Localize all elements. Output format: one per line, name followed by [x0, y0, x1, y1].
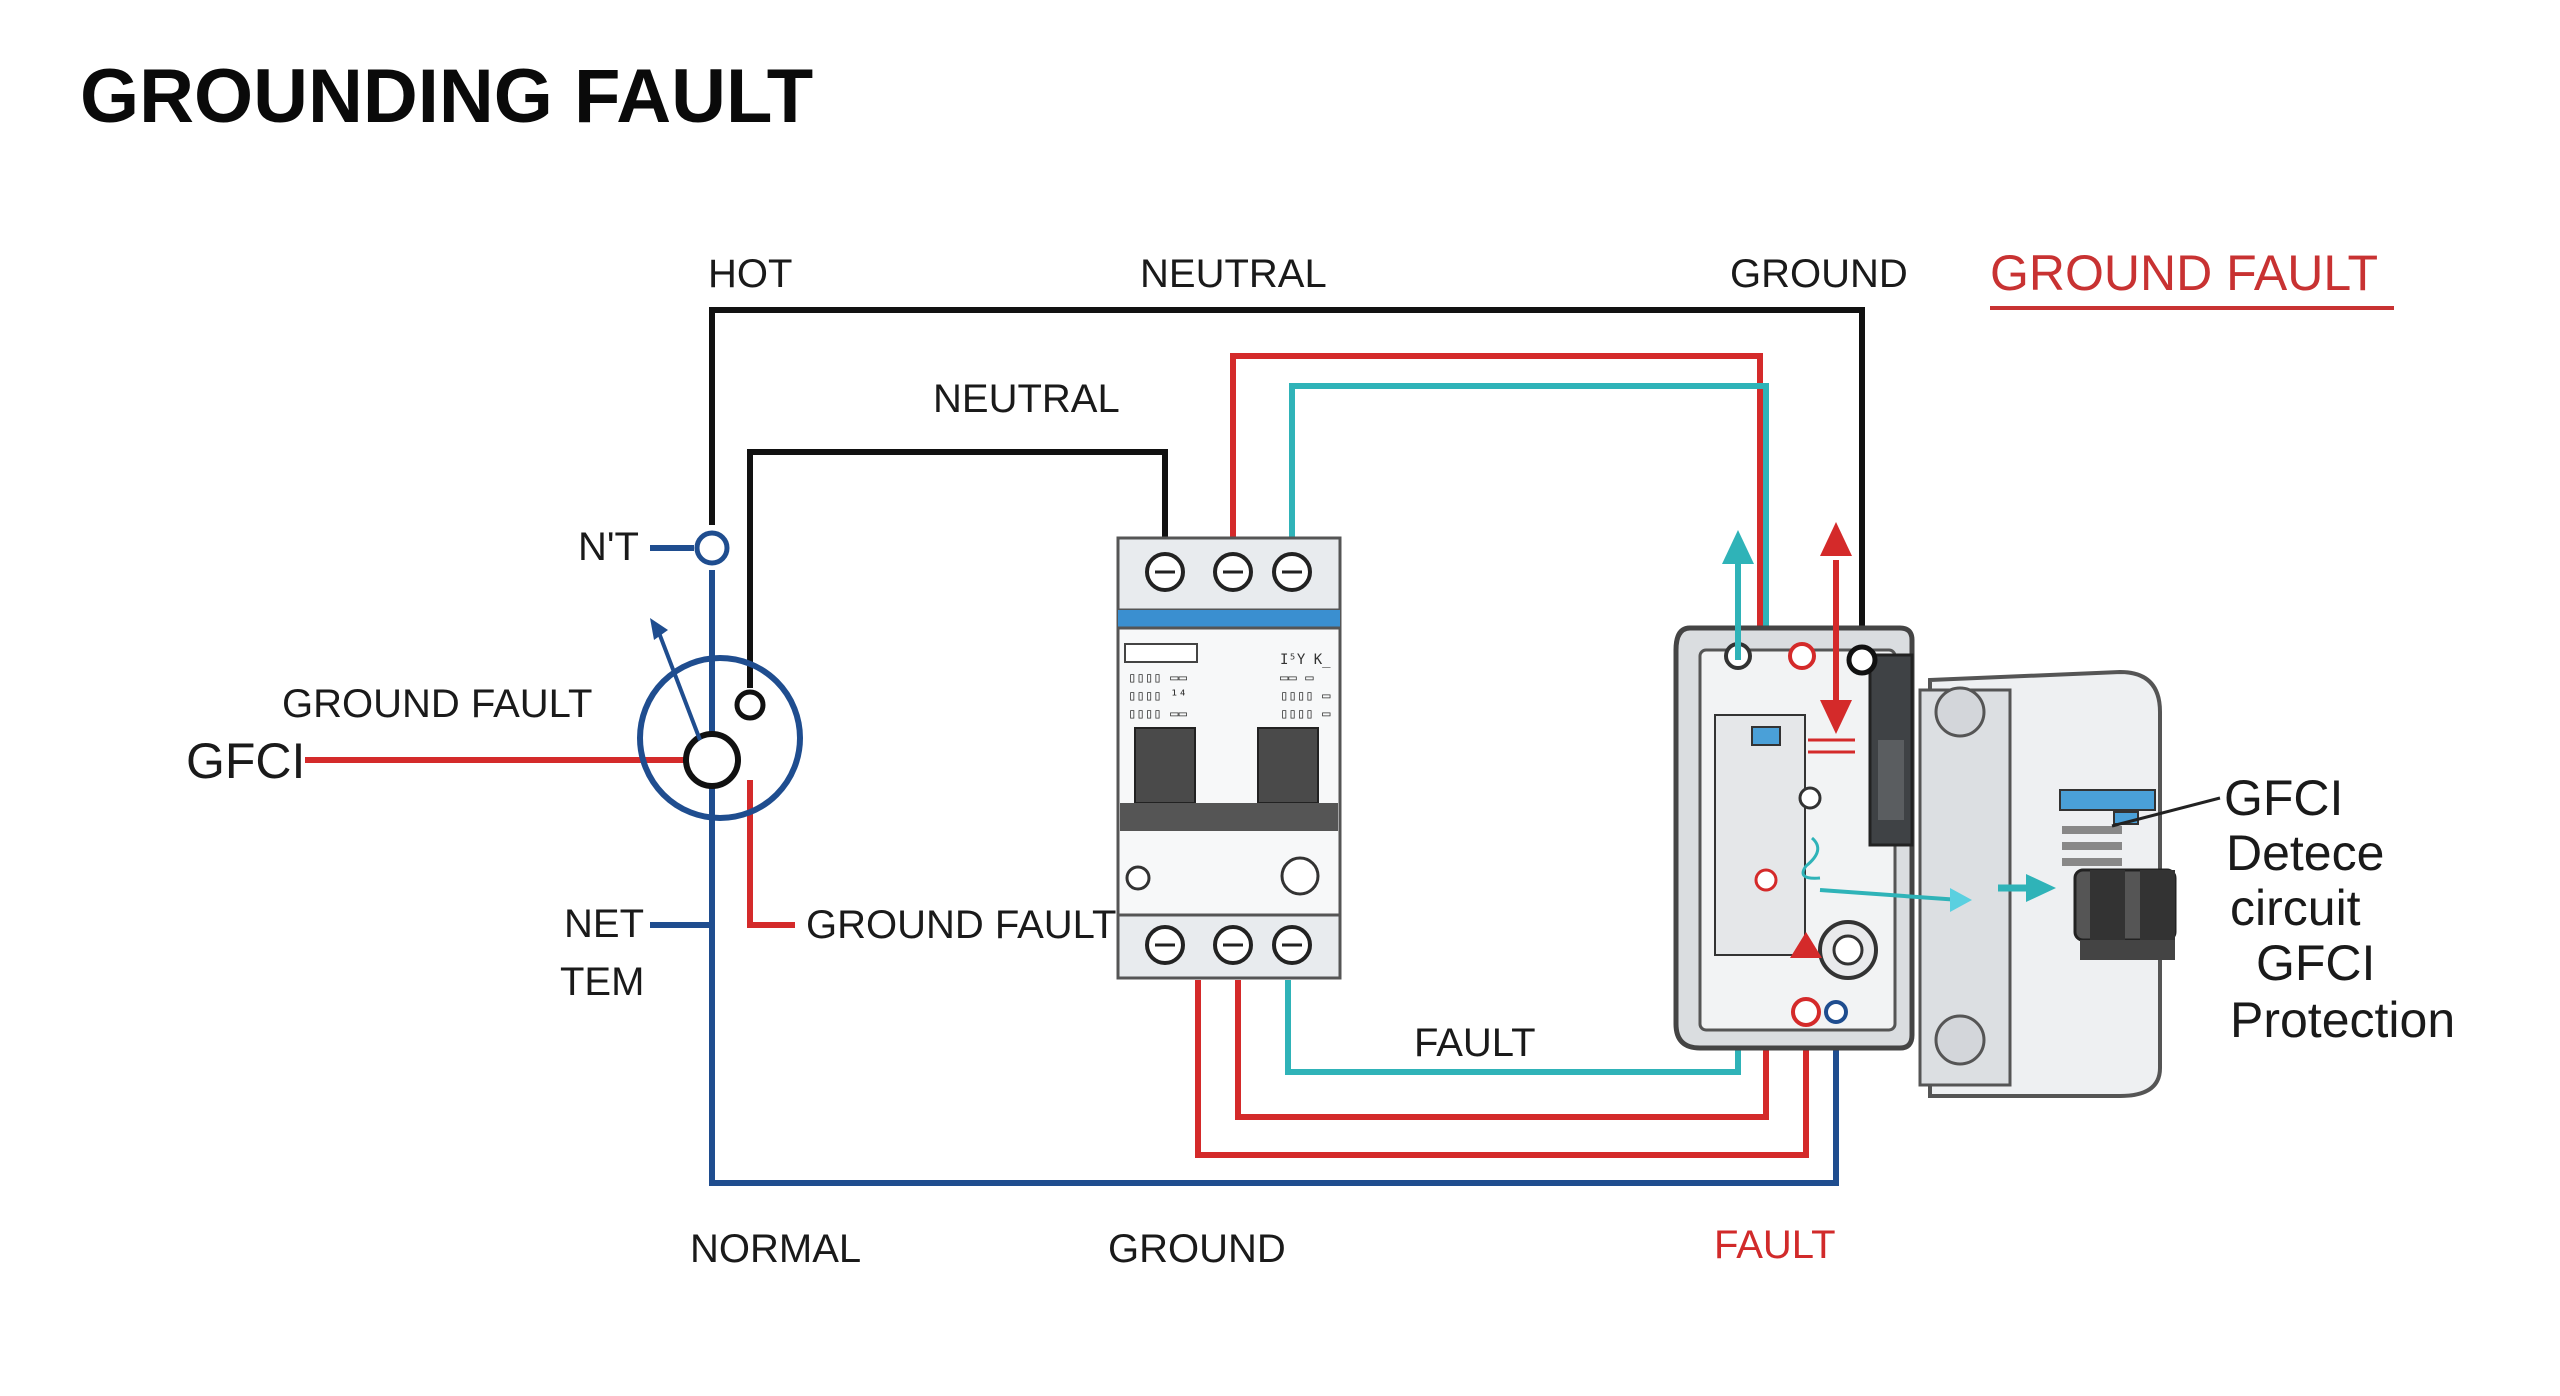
- label-ground-top: GROUND: [1730, 252, 1908, 296]
- fault-wire-bottom-outer: [1195, 980, 1809, 1158]
- arrow-right-icon: [2026, 874, 2056, 902]
- neutral-wire-bottom: [1285, 540, 1741, 1075]
- label-hot: HOT: [708, 252, 792, 296]
- fault-wire-top: [1230, 353, 1763, 650]
- breaker-spec-5: ▭▭ ▭: [1280, 670, 1314, 686]
- note-leader-line: [2111, 796, 2221, 828]
- gfci-symbol-ring: [637, 655, 803, 821]
- breaker-spec-1: ▯▯▯▯ ▭▭: [1128, 670, 1188, 686]
- note-line-3: circuit: [2230, 880, 2361, 936]
- circuit-breaker: ▯▯▯▯ ▭▭ ▯▯▯▯ ¹⁴ ▯▯▯▯ ▭▭ I⁵Y K̲ ▭▭ ▭ ▯▯▯▯…: [1116, 536, 1342, 980]
- breaker-spec-7: ▯▯▯▯ ▭: [1280, 706, 1331, 722]
- label-ground-fault-header: GROUND FAULT: [1990, 245, 2378, 301]
- label-ground-bottom: GROUND: [1108, 1227, 1286, 1271]
- label-neutral-top: NEUTRAL: [1140, 252, 1327, 296]
- label-net: NET: [564, 902, 644, 946]
- label-ground-fault-left: GROUND FAULT: [282, 682, 592, 726]
- label-gfci-left: GFCI: [186, 733, 305, 789]
- neutral-wire-to-breaker: [747, 449, 1168, 688]
- arrow-up-icon: [1790, 932, 1822, 958]
- gfci-switch-lever: [654, 624, 702, 741]
- label-fault-bottom: FAULT: [1714, 1223, 1836, 1267]
- note-line-4: GFCI: [2256, 935, 2375, 991]
- ground-wire-loop: [709, 570, 1839, 1186]
- terminal-gfci: [683, 731, 741, 789]
- terminal-neutral: [734, 689, 766, 721]
- breaker-toggle-right[interactable]: [1257, 727, 1319, 804]
- breaker-toggle-left[interactable]: [1134, 727, 1196, 804]
- arrow-down-icon: [1820, 700, 1852, 734]
- note-line-5: Protection: [2230, 992, 2455, 1048]
- page-title: GROUNDING FAULT: [80, 54, 813, 139]
- ground-fault-lead: [747, 780, 795, 928]
- label-normal: NORMAL: [690, 1227, 861, 1271]
- label-tem: TEM: [560, 960, 644, 1004]
- label-fault-mid: FAULT: [1414, 1021, 1536, 1065]
- note-line-1: GFCI: [2224, 770, 2343, 826]
- label-neutral-mid: NEUTRAL: [933, 377, 1120, 421]
- arrow-up-icon: [650, 618, 668, 640]
- arrow-up-icon: [1820, 522, 1852, 556]
- hot-wire: [709, 307, 1865, 655]
- breaker-spec-2: ▯▯▯▯ ¹⁴: [1128, 688, 1187, 704]
- arrow-up-icon: [1722, 530, 1754, 564]
- breaker-spec-6: ▯▯▯▯ ▭: [1280, 688, 1331, 704]
- label-ground-fault-lower: GROUND FAULT: [806, 903, 1116, 947]
- terminal-nt: [694, 530, 730, 566]
- arrow-right-icon: [1950, 888, 1972, 912]
- gfci-device: [1673, 625, 2177, 1098]
- label-nt: N'T: [578, 525, 639, 569]
- breaker-spec-3: ▯▯▯▯ ▭▭: [1128, 706, 1188, 722]
- breaker-spec-4: I⁵Y K̲: [1280, 652, 1331, 668]
- note-line-2: Detece: [2226, 825, 2384, 881]
